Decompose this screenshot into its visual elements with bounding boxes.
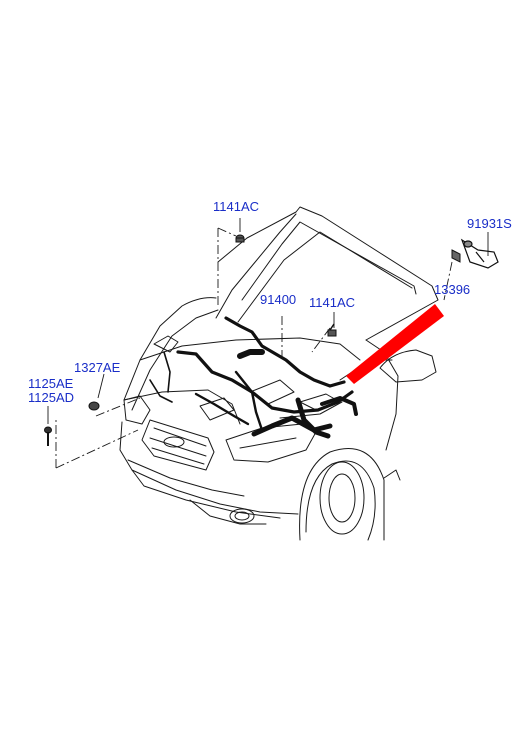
headlamp-left <box>123 395 151 425</box>
label-91400: 91400 <box>260 292 296 307</box>
clip-13396-icon <box>451 249 461 263</box>
label-1141ac-mid: 1141AC <box>309 295 355 310</box>
nut-1327ae-icon <box>88 401 100 411</box>
grille <box>141 419 215 471</box>
label-1327ae: 1327AE <box>74 360 121 375</box>
label-1141ac-top: 1141AC <box>213 199 259 214</box>
bolt-1141ac-top-icon <box>235 234 245 243</box>
leader-lines <box>55 227 453 469</box>
fog-lamp <box>229 508 255 524</box>
bolt-1141ac-mid-icon <box>327 323 337 337</box>
wiring-harness <box>149 316 358 439</box>
label-13396: 13396 <box>434 282 470 297</box>
screw-1125ae-icon <box>44 426 52 446</box>
vehicle-body-outline <box>119 206 439 541</box>
label-1125ae: 1125AE <box>28 376 74 391</box>
side-mirror <box>379 349 437 383</box>
label-1125ad: 1125AD <box>28 390 74 405</box>
bracket-91931s-icon <box>460 238 499 269</box>
highlight-arrow <box>346 304 444 384</box>
headlamp-right <box>225 423 317 463</box>
label-91931s: 91931S <box>467 216 512 231</box>
